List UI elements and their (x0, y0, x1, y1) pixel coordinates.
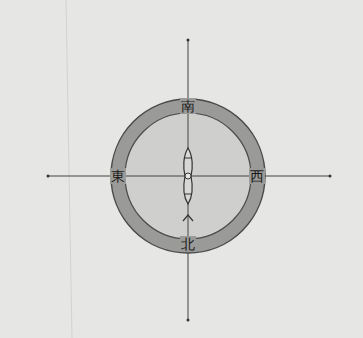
direction-label: 東 (110, 168, 126, 184)
direction-label: 北 (180, 236, 196, 252)
direction-label: 南 (180, 98, 196, 114)
direction-label: 西 (249, 168, 265, 184)
